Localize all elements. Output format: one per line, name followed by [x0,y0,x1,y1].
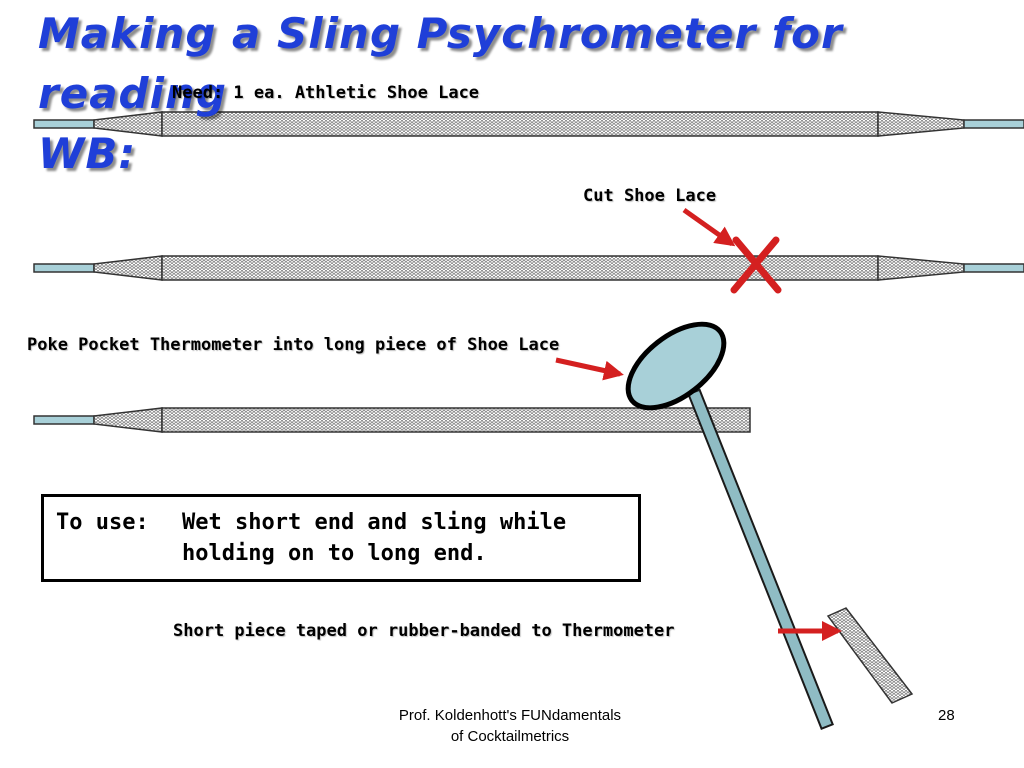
pocket-thermometer [625,321,914,731]
aglet-left [33,415,95,425]
need-label: Need: 1 ea. Athletic Shoe Lace [172,83,480,103]
footer-line-1: Prof. Koldenhott's FUNdamentals [398,707,622,724]
poke-label: Poke Pocket Thermometer into long piece … [27,335,560,355]
red-x-icon [730,236,782,294]
shoe-lace-full [33,111,1024,137]
usage-line-2: holding on to long end. [182,541,487,566]
aglet-left [33,263,95,273]
short-piece-label: Short piece taped or rubber-banded to Th… [173,621,675,641]
lace-taper-left [93,255,163,281]
lace-taper-right [877,255,965,281]
aglet-right [963,263,1024,273]
thermometer-stem [687,388,834,731]
red-arrow-icon [682,207,736,247]
lace-taper-left [93,407,163,433]
page-number: 28 [938,707,955,724]
usage-instructions-box: To use: Wet short end and sling while ho… [41,494,641,582]
lace-body [161,111,879,137]
shoe-lace-long-piece [33,407,751,433]
title-line-2: WB: [38,129,137,178]
red-arrow-icon [555,357,624,381]
footer-credit: Prof. Koldenhott's FUNdamentals of Cockt… [360,705,660,747]
aglet-right [963,119,1024,129]
lace-body [161,407,751,433]
thermometer-dial [625,321,727,411]
usage-line-1: Wet short end and sling while [182,510,567,535]
cut-label: Cut Shoe Lace [583,186,717,206]
shoe-lace-to-cut [33,255,1024,281]
usage-lead: To use: [56,510,149,535]
title-line-1: Making a Sling Psychrometer for reading [38,9,843,118]
footer-line-2: of Cocktailmetrics [450,728,570,745]
short-lace-piece [826,607,914,704]
